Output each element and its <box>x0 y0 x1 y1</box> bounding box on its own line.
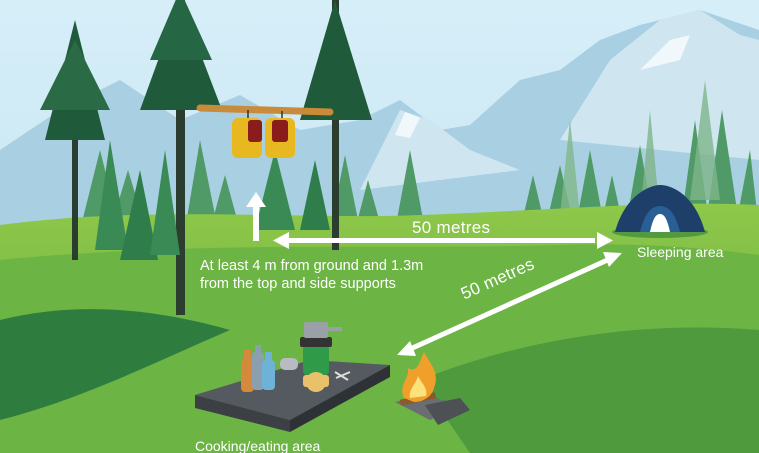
hang-note-line2: from the top and side supports <box>200 276 396 292</box>
distance-arrow-horizontal <box>273 232 613 249</box>
campfire-icon <box>395 352 470 425</box>
camp-stove-icon <box>280 322 351 392</box>
food-bags-hanging-icon <box>196 104 334 158</box>
hang-note-line1: At least 4 m from ground and 1.3m <box>200 258 424 274</box>
meadow-shadow-left <box>0 309 230 420</box>
tent-icon <box>612 185 708 238</box>
distance-arrow-diagonal <box>397 252 622 356</box>
height-arrow <box>246 192 266 241</box>
bottles-icon <box>241 345 275 392</box>
meadow-shadow-right <box>420 327 759 453</box>
cooking-area-label: Cooking/eating area <box>195 438 321 453</box>
distance-label-horizontal: 50 metres <box>412 218 491 237</box>
foreground-trees <box>40 0 372 315</box>
sleeping-area-label: Sleeping area <box>637 244 724 260</box>
